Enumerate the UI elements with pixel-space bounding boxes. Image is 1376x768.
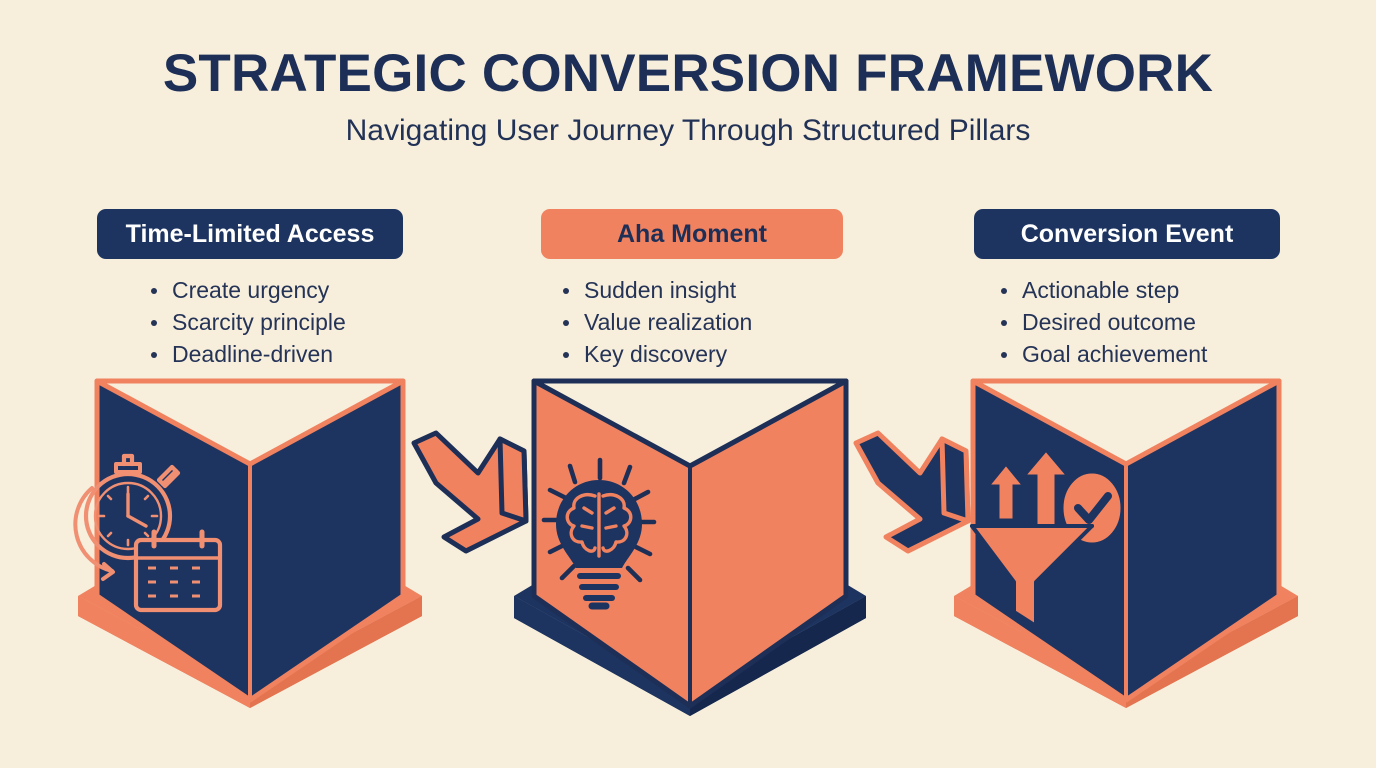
pillar-2-bullet-list: Sudden insight Value realization Key dis… — [560, 274, 752, 370]
list-item: Value realization — [560, 306, 752, 338]
pillar-time-limited-access: Time-Limited Access Create urgency Scarc… — [20, 0, 480, 768]
pillar-2-badge[interactable]: Aha Moment — [541, 209, 843, 259]
page-subtitle: Navigating User Journey Through Structur… — [345, 114, 1031, 147]
arrow-down-right-icon — [411, 430, 529, 554]
pillar-1-bullet-list: Create urgency Scarcity principle Deadli… — [148, 274, 346, 370]
list-item: Scarcity principle — [148, 306, 346, 338]
list-item: Desired outcome — [998, 306, 1207, 338]
list-item: Key discovery — [560, 338, 752, 370]
page-title: STRATEGIC CONVERSION FRAMEWORK — [162, 44, 1214, 103]
connector-arrow-1 — [400, 425, 540, 565]
pillar-conversion-event: Conversion Event Actionable step Desired… — [896, 0, 1356, 768]
lightbulb-brain-icon — [541, 457, 657, 610]
funnel-arrows-check-icon — [970, 447, 1124, 628]
pillar-2-box-illustration — [458, 368, 918, 728]
pillar-3-box-illustration — [896, 368, 1356, 728]
pillar-1-box-body — [94, 378, 406, 703]
pillar-3-badge[interactable]: Conversion Event — [974, 209, 1280, 259]
list-item: Create urgency — [148, 274, 346, 306]
pillar-2-box-body — [531, 378, 849, 709]
pillar-3-bullet-list: Actionable step Desired outcome Goal ach… — [998, 274, 1207, 370]
pillar-aha-moment: Aha Moment Sudden insight Value realizat… — [458, 0, 918, 768]
arrow-down-right-icon — [853, 430, 971, 554]
list-item: Actionable step — [998, 274, 1207, 306]
pillar-1-badge[interactable]: Time-Limited Access — [97, 209, 403, 259]
list-item: Deadline-driven — [148, 338, 346, 370]
pillar-1-box-illustration — [20, 368, 480, 728]
connector-arrow-2 — [842, 425, 982, 565]
list-item: Sudden insight — [560, 274, 752, 306]
list-item: Goal achievement — [998, 338, 1207, 370]
stopwatch-calendar-icon — [73, 453, 223, 613]
